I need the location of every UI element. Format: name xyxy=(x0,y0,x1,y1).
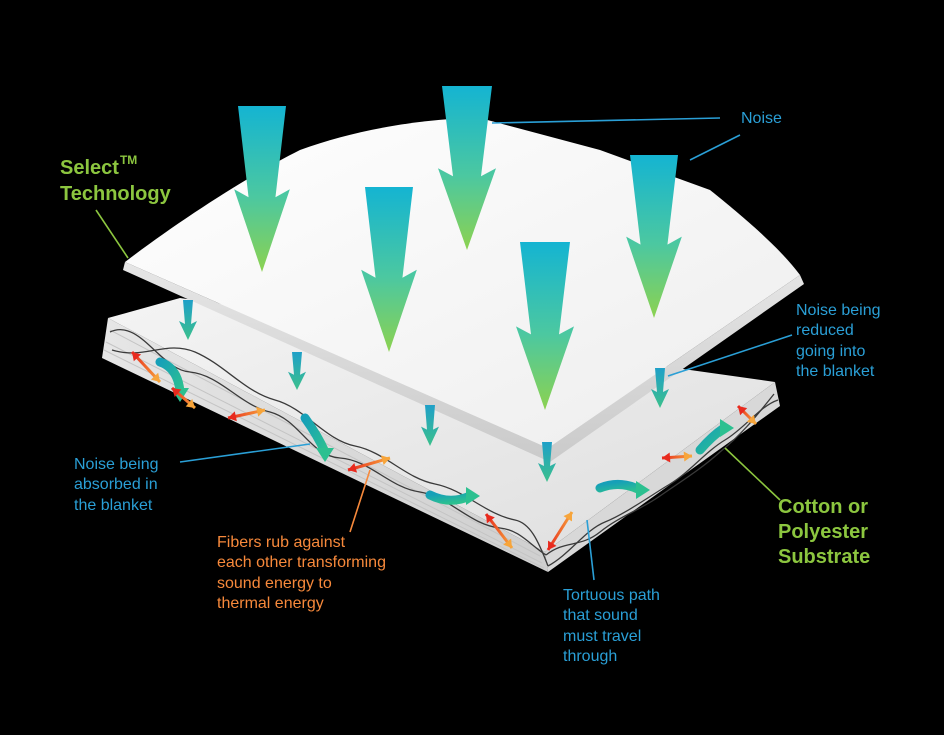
leader-noise-2 xyxy=(689,134,741,161)
curved-arrow-head-2 xyxy=(316,448,334,462)
fibers-rub-label: Fibers rub against each other transformi… xyxy=(217,534,386,613)
heat-arrow-6 xyxy=(546,511,574,551)
small-noise-arrow-5 xyxy=(651,368,669,408)
noise-arrows xyxy=(234,86,682,410)
heat-arrow-2 xyxy=(171,386,196,410)
select-label-word: Select xyxy=(60,157,119,179)
tortuous-line-front-1 xyxy=(109,329,547,556)
small-noise-arrow-4 xyxy=(538,442,556,482)
noise-reduced-label: Noise being reduced going into the blank… xyxy=(796,302,881,381)
noise-arrow-3 xyxy=(361,187,417,352)
substrate-label: Cotton or Polyester Substrate xyxy=(778,496,871,568)
curved-arrow-head-4 xyxy=(636,481,650,499)
heat-arrow-4 xyxy=(347,455,391,473)
leader-fibers-rub xyxy=(349,469,371,533)
noise-arrow-2 xyxy=(438,86,496,250)
curved-arrow-head-5 xyxy=(720,419,734,437)
leader-noise-absorbed xyxy=(179,443,311,463)
noise-absorbed-label: Noise being absorbed in the blanket xyxy=(74,456,159,514)
leader-select-technology xyxy=(95,209,129,259)
select-technology-label: SelectTM Technology xyxy=(60,153,171,207)
tortuous-path-label: Tortuous path that sound must travel thr… xyxy=(563,587,660,666)
curved-arrow-head-3 xyxy=(466,487,480,505)
heat-arrow-7 xyxy=(661,451,693,463)
noise-arrow-1 xyxy=(234,106,290,272)
curved-arrow-3 xyxy=(425,490,475,505)
heat-arrow-1 xyxy=(130,350,162,384)
trademark-mark: TM xyxy=(119,153,138,167)
leader-substrate xyxy=(724,447,781,501)
top-sheet-face xyxy=(125,118,800,448)
leader-noise-1 xyxy=(491,117,721,124)
heat-arrow-5 xyxy=(484,513,514,549)
noise-label: Noise xyxy=(741,110,782,127)
noise-arrow-5 xyxy=(516,242,574,410)
small-noise-arrows xyxy=(179,300,669,482)
top-sheet-edge xyxy=(123,262,804,462)
technology-label-word: Technology xyxy=(60,182,171,205)
noise-arrow-4 xyxy=(626,155,682,318)
select-technology-sheet xyxy=(123,118,804,462)
tortuous-line-front-2 xyxy=(111,347,549,567)
small-noise-arrow-2 xyxy=(288,352,306,390)
small-noise-arrow-3 xyxy=(421,405,439,446)
small-noise-arrow-1 xyxy=(179,300,197,340)
heat-arrows xyxy=(130,350,758,551)
heat-arrow-8 xyxy=(736,404,758,426)
leader-noise-reduced xyxy=(667,334,793,377)
leader-tortuous-path xyxy=(586,519,595,581)
heat-arrow-3 xyxy=(227,406,266,422)
tortuous-path-lines xyxy=(109,329,779,567)
tortuous-line-right-1 xyxy=(545,393,775,556)
leader-lines xyxy=(95,117,793,581)
